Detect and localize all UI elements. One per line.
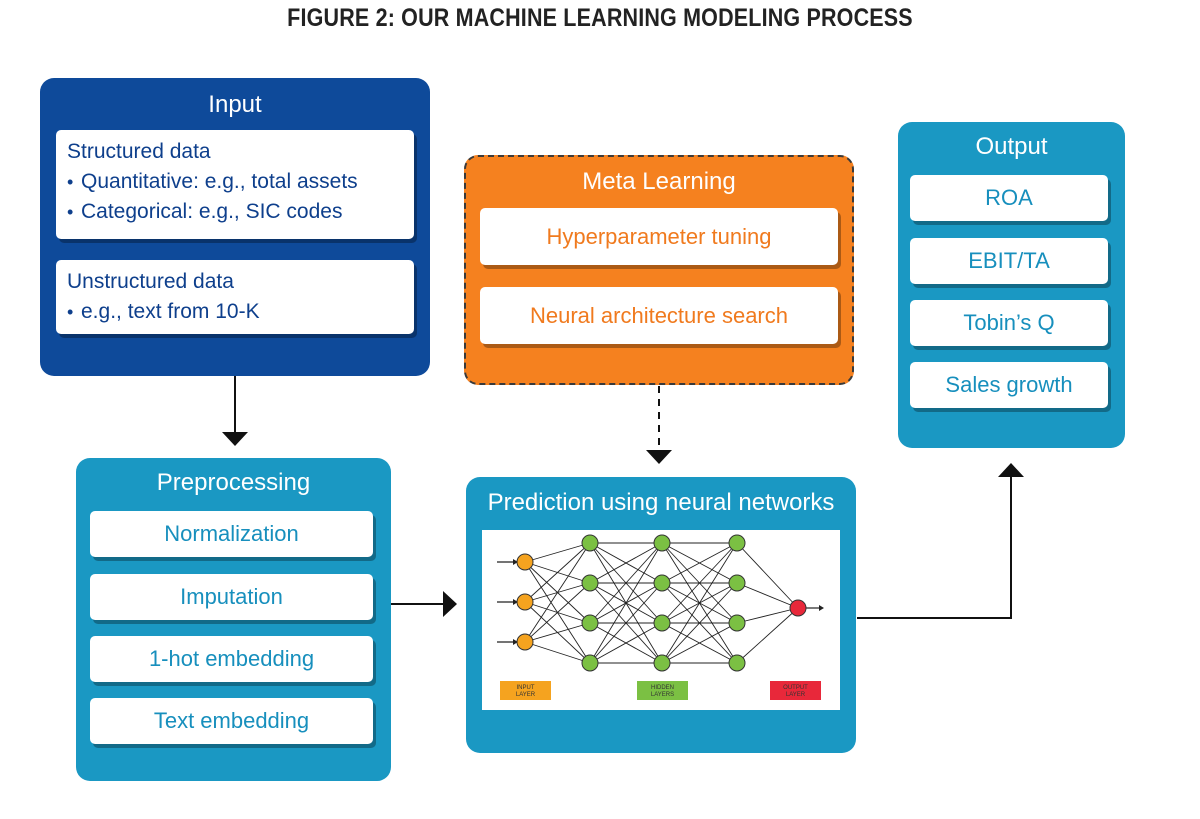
neural-network-svg: INPUT LAYER HIDDEN LAYERS OUTPUT LAYER <box>497 534 824 700</box>
arrowhead-preprocessing-to-prediction <box>443 591 457 617</box>
prediction-panel: Prediction using neural networks INPUT L… <box>466 477 856 753</box>
unstructured-bullet-text: e.g., text from 10-K <box>67 297 403 327</box>
figure-title: FIGURE 2: OUR MACHINE LEARNING MODELING … <box>287 4 913 32</box>
preprocessing-item-1-hot-embedding: 1-hot embedding <box>90 636 373 682</box>
hidden-node <box>653 614 671 632</box>
structured-bullet-categorical: Categorical: e.g., SIC codes <box>67 197 403 227</box>
hidden-node <box>581 654 599 672</box>
unstructured-data-heading: Unstructured data <box>67 270 234 293</box>
network-edge <box>736 582 799 609</box>
network-edge <box>661 542 738 624</box>
network-edge <box>524 542 591 603</box>
legend-hidden-swatch <box>637 681 688 700</box>
arrowhead-prediction-to-output <box>998 463 1024 477</box>
meta-learning-title: Meta Learning <box>582 168 736 195</box>
input-arrowhead <box>513 639 518 645</box>
input-node <box>516 553 534 571</box>
neural-network-diagram: INPUT LAYER HIDDEN LAYERS OUTPUT LAYER <box>482 530 840 710</box>
network-edge <box>524 542 591 563</box>
output-item-ebit-ta: EBIT/TA <box>910 238 1108 284</box>
structured-data-heading: Structured data <box>67 140 211 163</box>
prediction-title: Prediction using neural networks <box>487 489 835 516</box>
hyperparameter-tuning-card: Hyperparameter tuning <box>480 208 838 265</box>
network-edge <box>661 582 738 664</box>
preprocessing-item-normalization: Normalization <box>90 511 373 557</box>
network-edge <box>736 607 799 664</box>
legend-input-line1: INPUT <box>517 685 535 691</box>
hidden-node <box>728 654 746 672</box>
network-edge <box>589 542 663 584</box>
hidden-node <box>653 534 671 552</box>
output-item-tobins-q: Tobin’s Q <box>910 300 1108 346</box>
output-item-sales-growth: Sales growth <box>910 362 1108 408</box>
hidden-node <box>581 534 599 552</box>
legend-output-swatch <box>770 681 821 700</box>
input-arrowhead <box>513 559 518 565</box>
legend-input-line2: LAYER <box>516 692 536 698</box>
legend-output-line1: OUTPUT <box>783 685 808 691</box>
network-edge <box>661 622 738 664</box>
arrowhead-input-to-preprocessing <box>222 432 248 446</box>
input-node <box>516 633 534 651</box>
input-title: Input <box>208 91 262 118</box>
network-edge <box>524 641 591 664</box>
network-edges <box>497 542 824 664</box>
network-edge <box>524 582 591 643</box>
output-panel: Output ROA EBIT/TA Tobin’s Q Sales growt… <box>898 122 1125 448</box>
neural-architecture-search-card: Neural architecture search <box>480 287 838 344</box>
preprocessing-title: Preprocessing <box>156 469 311 496</box>
network-edge <box>661 542 738 584</box>
legend-hidden-line1: HIDDEN <box>651 685 674 691</box>
network-edge <box>661 542 738 664</box>
network-edge <box>524 622 591 643</box>
meta-learning-panel: Meta Learning Hyperparameter tuning Neur… <box>464 155 854 385</box>
output-arrowhead <box>819 605 824 611</box>
hidden-node <box>581 614 599 632</box>
arrowhead-meta-to-prediction <box>646 450 672 464</box>
preprocessing-item-imputation: Imputation <box>90 574 373 620</box>
preprocessing-panel: Preprocessing Normalization Imputation 1… <box>76 458 391 781</box>
network-edge <box>589 582 663 664</box>
network-edge <box>736 542 799 609</box>
hidden-node <box>581 574 599 592</box>
arrow-prediction-to-output <box>857 476 1012 619</box>
network-edge <box>736 607 799 624</box>
network-nodes <box>516 534 807 672</box>
network-legend: INPUT LAYER HIDDEN LAYERS OUTPUT LAYER <box>500 681 821 700</box>
output-item-roa: ROA <box>910 175 1108 221</box>
input-panel: Input Structured data Quantitative: e.g.… <box>40 78 430 376</box>
input-node <box>516 593 534 611</box>
output-title: Output <box>975 133 1048 160</box>
preprocessing-item-text-embedding: Text embedding <box>90 698 373 744</box>
output-node <box>789 599 807 617</box>
structured-bullet-quantitative: Quantitative: e.g., total assets <box>67 167 403 197</box>
hidden-node <box>728 614 746 632</box>
legend-input-swatch <box>500 681 551 700</box>
network-edge <box>589 542 663 664</box>
network-edge <box>524 542 591 643</box>
hidden-node <box>653 574 671 592</box>
legend-hidden-line2: LAYERS <box>651 692 674 698</box>
hidden-node <box>728 534 746 552</box>
network-edge <box>589 622 663 664</box>
unstructured-data-card: Unstructured data e.g., text from 10-K <box>56 260 414 334</box>
input-arrowhead <box>513 599 518 605</box>
legend-output-line2: LAYER <box>786 692 806 698</box>
hidden-node <box>653 654 671 672</box>
structured-data-card: Structured data Quantitative: e.g., tota… <box>56 130 414 239</box>
network-edge <box>589 542 663 624</box>
hidden-node <box>728 574 746 592</box>
